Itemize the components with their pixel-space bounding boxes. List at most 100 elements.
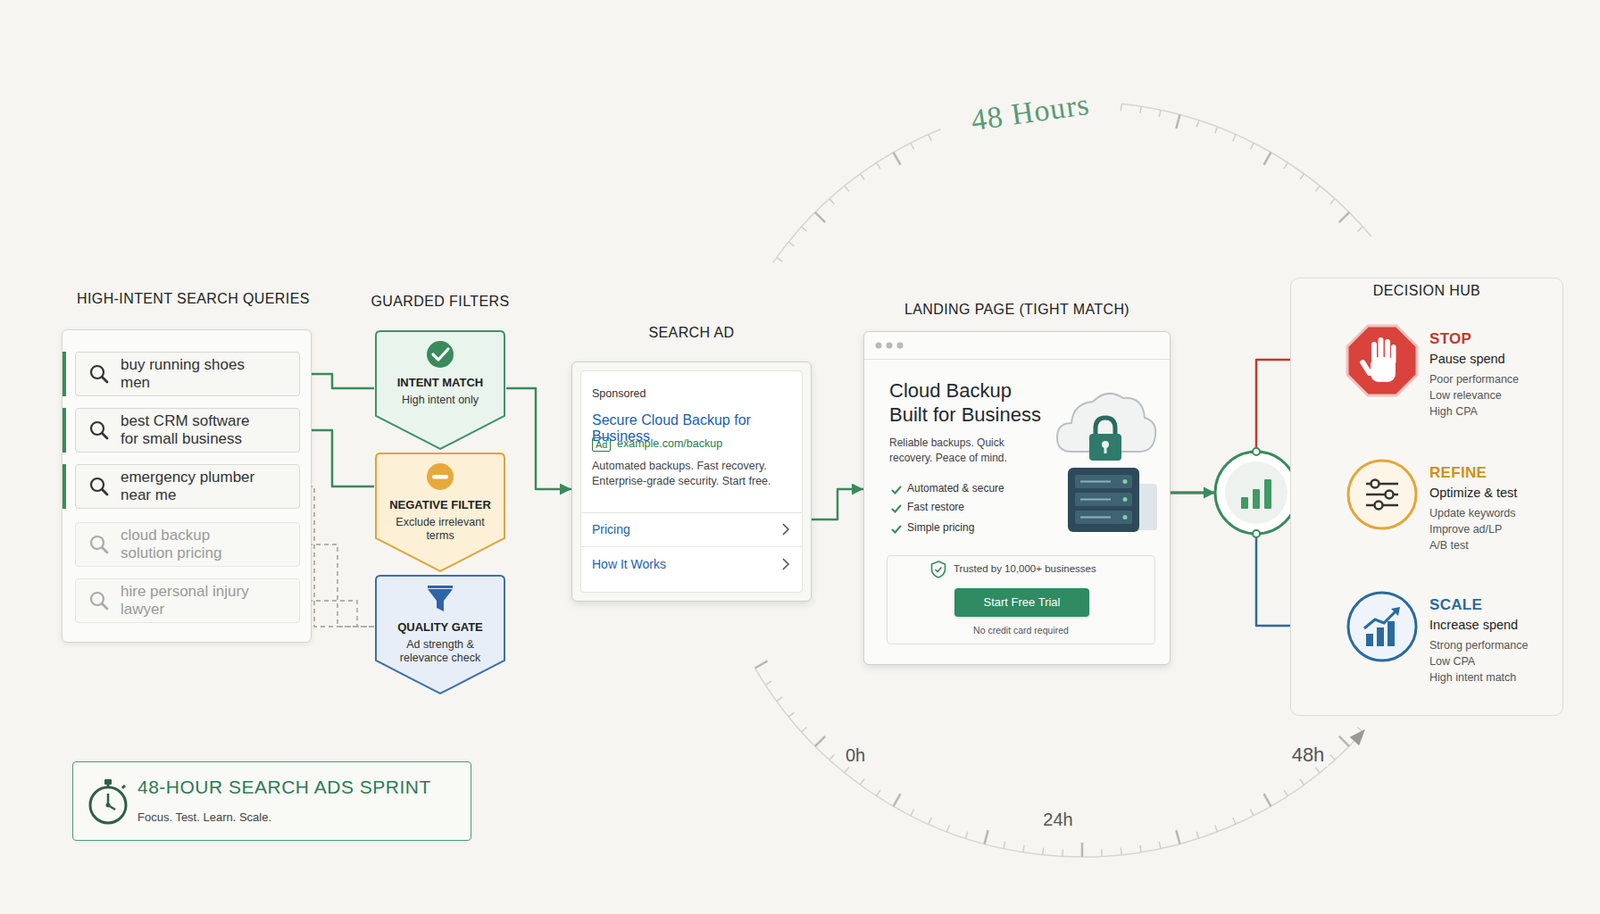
divider bbox=[581, 546, 802, 548]
node-text: HIGH-INTENT SEARCH QUERIES bbox=[76, 291, 310, 308]
shield-shape bbox=[374, 451, 507, 574]
node-text: Improve ad/LP bbox=[1429, 523, 1502, 536]
clock-tick bbox=[788, 241, 794, 247]
clock-tick bbox=[1023, 845, 1025, 853]
node-text: hire personal injury lawyer bbox=[120, 583, 262, 619]
node-text: How It Works bbox=[591, 557, 667, 572]
clock-tick bbox=[1233, 134, 1236, 142]
node-text: cloud backup solution pricing bbox=[120, 526, 262, 563]
clock-tick bbox=[1196, 832, 1199, 840]
clock-tick bbox=[1158, 109, 1161, 117]
search-icon bbox=[88, 363, 110, 385]
clock-tick bbox=[1120, 103, 1123, 111]
clock-tick bbox=[1339, 212, 1350, 223]
clock-tick bbox=[1283, 790, 1288, 797]
filter-shield: NEGATIVE FILTERExclude irrelevant terms bbox=[374, 451, 507, 574]
refine-icon bbox=[1344, 457, 1420, 533]
shield-check-icon bbox=[930, 560, 947, 579]
time-label: 0h bbox=[841, 745, 869, 767]
node-text: DECISION HUB bbox=[1291, 283, 1563, 300]
clock-tick bbox=[1215, 126, 1218, 134]
clock-tick bbox=[1250, 142, 1254, 150]
node-text: LANDING PAGE (TIGHT MATCH) bbox=[864, 301, 1170, 318]
active-bar bbox=[62, 351, 67, 397]
node-text: Update keywords bbox=[1429, 507, 1517, 520]
search-icon bbox=[88, 533, 110, 556]
node-text: A/B test bbox=[1429, 539, 1469, 552]
shield-shape bbox=[374, 574, 507, 696]
clock-tick bbox=[765, 681, 772, 685]
clock-tick bbox=[829, 754, 834, 760]
clock-tick bbox=[984, 830, 989, 844]
stopwatch-icon bbox=[85, 776, 131, 827]
time-label: 48 Hours bbox=[965, 86, 1096, 138]
time-label: 24h bbox=[1039, 809, 1076, 831]
clock-tick bbox=[788, 712, 794, 717]
node-text: NEGATIVE FILTER bbox=[377, 498, 503, 512]
clock-tick bbox=[1339, 736, 1350, 747]
node-text: STOP bbox=[1429, 330, 1472, 349]
node-text: Increase spend bbox=[1429, 617, 1518, 633]
decision-option: REFINEOptimize & testUpdate keywordsImpr… bbox=[1342, 457, 1522, 558]
clock-tick bbox=[876, 790, 881, 797]
node-text: Cloud Backup Built for Business bbox=[889, 378, 1049, 427]
node-text: Simple pricing bbox=[907, 521, 975, 534]
clock-tick bbox=[1120, 848, 1123, 856]
clock-tick bbox=[928, 817, 932, 825]
node-text: Low relevance bbox=[1429, 389, 1502, 402]
node-text: Reliable backups. Quick recovery. Peace … bbox=[889, 435, 1043, 467]
node-text: QUALITY GATE bbox=[377, 620, 503, 634]
clock-tick bbox=[776, 257, 783, 262]
browser-bar bbox=[864, 358, 1170, 360]
clock-tick bbox=[1233, 817, 1236, 825]
query-box: hire personal injury lawyer bbox=[75, 578, 300, 624]
node-text: Trusted by 10,000+ businesses bbox=[953, 563, 1097, 575]
search-icon bbox=[88, 419, 110, 442]
search-icon bbox=[88, 590, 110, 612]
clock-tick bbox=[859, 779, 865, 785]
decision-option: SCALEIncrease spendStrong performanceLow… bbox=[1342, 589, 1536, 690]
node-text: INTENT MATCH bbox=[377, 375, 503, 390]
active-bar bbox=[62, 408, 67, 453]
decision-panel: DECISION HUBSTOPPause spendPoor performa… bbox=[1290, 277, 1564, 717]
clock-tick bbox=[1330, 199, 1335, 205]
active-bar bbox=[62, 464, 67, 509]
clock-tick bbox=[1264, 793, 1272, 807]
clock-tick bbox=[910, 809, 915, 817]
clock-arc-line bbox=[772, 129, 941, 264]
node-text: Poor performance bbox=[1429, 373, 1519, 386]
clock-tick bbox=[815, 212, 825, 223]
clock-tick bbox=[1175, 114, 1180, 128]
clock-tick bbox=[893, 793, 901, 807]
connector bbox=[506, 388, 572, 490]
clock-tick bbox=[928, 134, 932, 142]
node-text: 48-HOUR SEARCH ADS SPRINT bbox=[137, 776, 432, 799]
browser-dots bbox=[873, 339, 918, 352]
clock-tick bbox=[1215, 825, 1218, 832]
query-box: best CRM software for small business bbox=[75, 408, 300, 453]
node-text: Focus. Test. Learn. Scale. bbox=[137, 810, 272, 825]
clock-tick bbox=[1175, 830, 1180, 844]
clock-tick bbox=[946, 825, 950, 832]
check-icon bbox=[891, 524, 902, 535]
clock-tick bbox=[1300, 174, 1305, 180]
clock-tick bbox=[1081, 842, 1084, 858]
chevron bbox=[781, 558, 791, 571]
node-text: Strong performance bbox=[1429, 639, 1528, 652]
node-text: REFINE bbox=[1429, 464, 1487, 483]
clock-tick bbox=[844, 767, 850, 774]
node-text: High intent only bbox=[386, 393, 494, 408]
node-text: High CPA bbox=[1429, 405, 1478, 418]
node-text: No credit card required bbox=[887, 625, 1155, 636]
clock-arc-line bbox=[755, 668, 1364, 859]
clock-tick bbox=[1264, 152, 1272, 166]
query-panel: HIGH-INTENT SEARCH QUERIESbuy running sh… bbox=[61, 329, 312, 643]
connector bbox=[811, 489, 864, 520]
landing-page-card: LANDING PAGE (TIGHT MATCH)Cloud Backup B… bbox=[863, 331, 1171, 666]
search-ad-card: SEARCH ADSponsoredSecure Cloud Backup fo… bbox=[571, 361, 812, 602]
sprint-box: 48-HOUR SEARCH ADS SPRINT Focus. Test. Le… bbox=[72, 761, 472, 842]
shield-shape bbox=[374, 329, 507, 451]
chevron bbox=[781, 523, 791, 536]
